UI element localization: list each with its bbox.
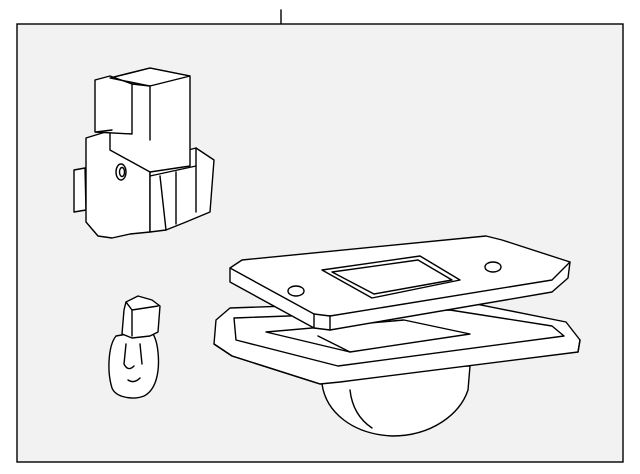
bracket-part: [73, 67, 215, 239]
lens-cover-part: [229, 235, 571, 331]
bulb-part: [108, 295, 161, 399]
